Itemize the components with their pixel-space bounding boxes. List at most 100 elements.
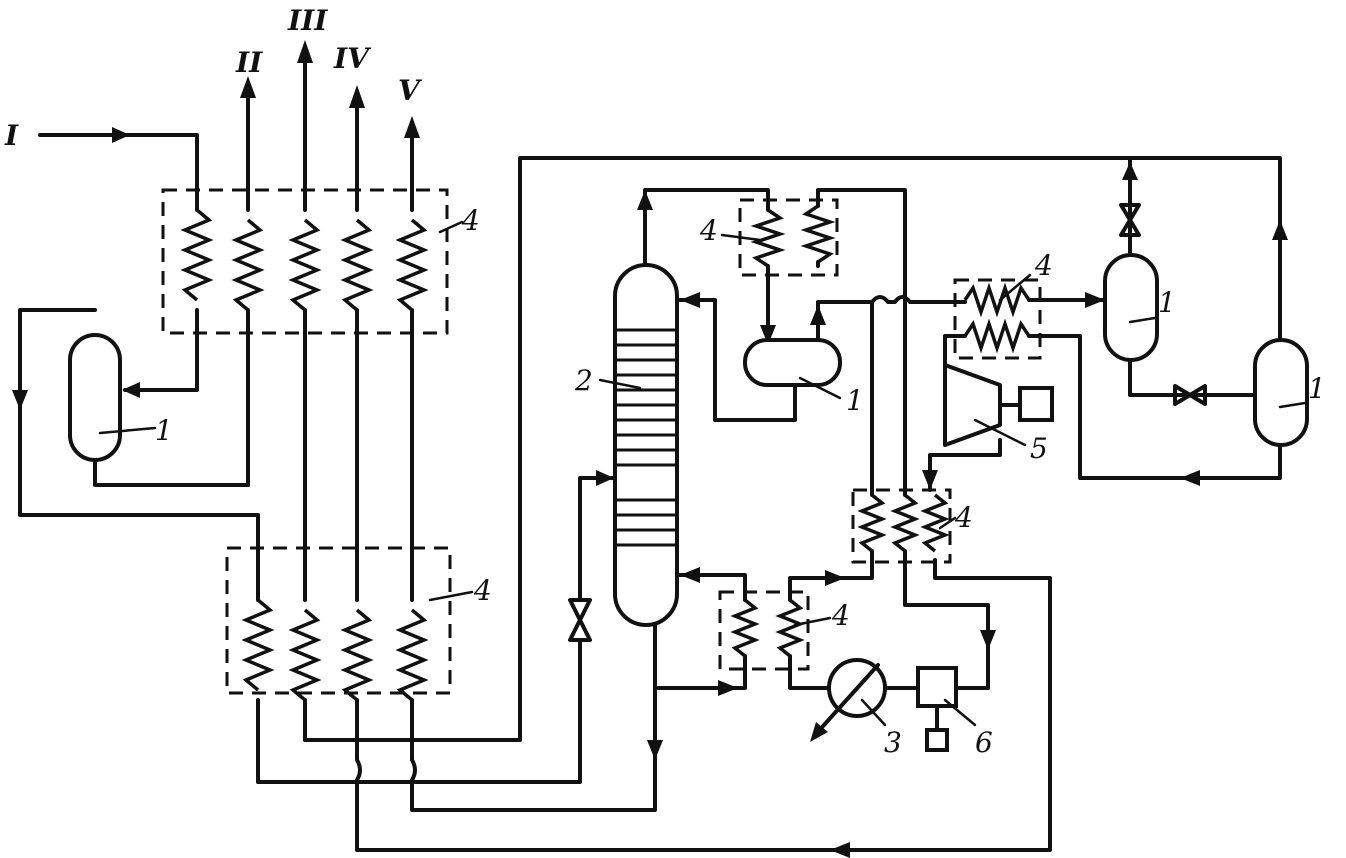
cooler-arrow-shaft	[813, 663, 880, 737]
line-to-cooler	[788, 654, 832, 690]
leader-expander	[973, 418, 1027, 447]
arrow-bottom-hx	[718, 680, 738, 696]
valve-feed	[568, 598, 592, 642]
reflux-drum	[743, 338, 842, 387]
leader-column-bottom-hx	[793, 616, 832, 627]
label-expander: 5	[1030, 432, 1048, 465]
reflux-return-line	[678, 298, 797, 422]
arrow-right-return-up	[1272, 220, 1288, 240]
coil-column-bottom-2	[775, 598, 805, 658]
arrow-into-separator-c	[1085, 292, 1105, 308]
coil-column-top-2	[800, 204, 836, 264]
leader-hx-bottom-left	[428, 590, 474, 602]
line-to-column-feed	[256, 638, 582, 784]
leader-column	[598, 378, 642, 390]
pump-outlet	[954, 648, 990, 690]
leader-hx-right-top	[998, 273, 1032, 302]
leader-center-hx	[938, 516, 957, 530]
label-separator-left: 1	[155, 414, 173, 447]
arrow-separator-c-up	[1122, 162, 1138, 180]
pump-motor	[925, 728, 949, 752]
column-overhead-line	[643, 188, 770, 267]
separator-c	[1103, 253, 1159, 362]
leader-hx-column-top	[720, 233, 762, 242]
left-separator-bottom-line	[93, 453, 250, 487]
line-to-left-separator	[123, 308, 199, 392]
pump	[916, 666, 958, 708]
coil-bottom-left-1	[241, 598, 275, 692]
expander-outlet-line	[928, 438, 1002, 492]
drum-vapor-line	[816, 300, 874, 342]
label-column: 2	[574, 364, 593, 397]
expander	[943, 363, 1002, 447]
arrow-column-overhead	[637, 190, 653, 210]
label-pump: 6	[975, 726, 993, 759]
arrow-into-reflux-drum	[760, 325, 776, 345]
separator-d	[1253, 338, 1309, 447]
coil-center-3	[920, 493, 950, 553]
arrow-bottom-right-return	[1180, 470, 1200, 486]
coil-top-left-4	[340, 218, 374, 312]
return-top-line	[303, 156, 1282, 742]
arrow-expander-outlet	[922, 470, 938, 490]
arrow-reflux-into-column	[680, 292, 700, 308]
label-hx-right-top: 4	[1034, 249, 1053, 282]
line-to-expander	[943, 334, 967, 367]
coil-bottom-left-2	[288, 608, 322, 702]
left-separator-top-loop	[18, 308, 260, 602]
leader-pump	[943, 698, 977, 727]
arrow-left-loop-down	[12, 390, 28, 410]
stream-iv-arrow	[349, 85, 365, 108]
hx-box-right-top	[953, 278, 1042, 360]
coil-column-bottom-1	[730, 598, 760, 658]
distillation-column	[613, 263, 679, 627]
bottom-return-loop	[355, 558, 1052, 852]
arrow-column-feed	[596, 470, 614, 486]
leader-separator-d	[1278, 401, 1307, 409]
label-hx-center: 4	[954, 501, 973, 534]
stream-label-ii: II	[235, 46, 263, 79]
hx-box-bottom-left	[225, 546, 452, 695]
arrow-drum-vapor	[810, 305, 826, 325]
coil-top-left-3	[288, 218, 322, 312]
generator-box	[1018, 386, 1054, 422]
valve-separator-c	[1119, 203, 1141, 237]
separator-c-to-d	[1128, 358, 1257, 397]
hx-box-center	[851, 488, 952, 564]
stream-label-v: V	[398, 74, 423, 107]
label-separator-c: 1	[1158, 286, 1176, 319]
coil-column-top-1	[750, 208, 786, 268]
arrow-center-hx-out	[825, 570, 845, 586]
stream-label-iv: IV	[333, 42, 372, 75]
label-reflux-drum: 1	[846, 384, 864, 417]
leader-separator-c	[1128, 316, 1157, 324]
stream-ii-arrow	[240, 76, 256, 98]
arrow-to-pump	[980, 630, 996, 650]
coil-bottom-left-3	[340, 608, 374, 702]
coil-right-top-1	[963, 282, 1031, 318]
label-hx-top-left: 4	[461, 204, 480, 237]
stream-label-i: I	[4, 119, 19, 152]
stream-i-arrow	[112, 127, 130, 143]
crossover-line	[870, 295, 967, 304]
leader-reflux-drum	[798, 376, 842, 400]
separator-left	[68, 333, 122, 462]
arrow-column-bottom-down	[647, 740, 663, 760]
column-bottom-hx-out	[653, 654, 747, 690]
coil-right-top-2	[963, 318, 1031, 354]
leader-cooler	[860, 698, 887, 727]
cooler-arrow-head	[810, 722, 828, 742]
arrow-column-bottom-in	[680, 567, 700, 583]
arrow-bottom-return	[830, 842, 850, 858]
stream-i-line	[38, 133, 199, 212]
coil-top-left-5	[395, 218, 429, 312]
coil-center-1	[857, 493, 887, 553]
label-separator-d: 1	[1308, 372, 1326, 405]
coil-center-2	[890, 493, 920, 553]
leader-hx-top-left	[438, 220, 464, 234]
column-bottom-draw	[678, 573, 747, 602]
arrow-into-left-separator	[122, 382, 140, 398]
column-bottom-return	[410, 623, 657, 812]
coil-top-left-2	[231, 218, 265, 312]
